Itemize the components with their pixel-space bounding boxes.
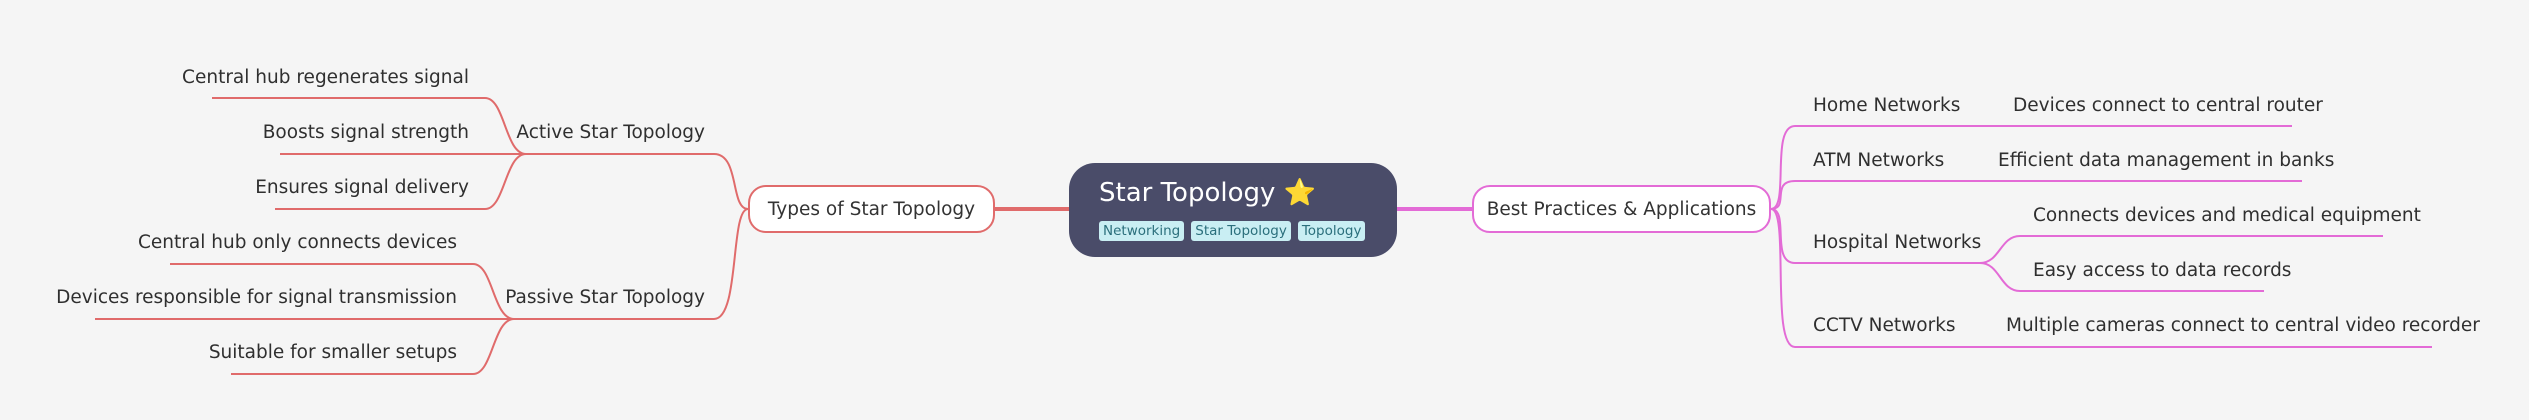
link-active xyxy=(713,153,749,210)
leaf-multiple-cameras[interactable]: Multiple cameras connect to central vide… xyxy=(2006,315,2480,336)
node-types-of-star-topology[interactable]: Types of Star Topology xyxy=(748,185,995,233)
link-hospital xyxy=(1770,208,1980,264)
link-leaf-hosp1 xyxy=(1979,235,2383,264)
link-home xyxy=(1770,125,1980,210)
link-leaf-p1 xyxy=(170,263,515,320)
link-leaf-hosp2 xyxy=(1979,262,2264,292)
link-passive xyxy=(713,208,749,320)
tag-list: Networking Star Topology Topology xyxy=(1099,221,1397,241)
node-passive-star-topology[interactable]: Passive Star Topology xyxy=(505,287,705,308)
tag-topology[interactable]: Topology xyxy=(1297,221,1366,241)
tag-networking[interactable]: Networking xyxy=(1099,221,1185,241)
link-atm xyxy=(1770,180,1980,210)
leaf-boosts-signal[interactable]: Boosts signal strength xyxy=(262,122,469,143)
link-cctv xyxy=(1770,208,1980,348)
leaf-devices-central-router[interactable]: Devices connect to central router xyxy=(2013,95,2323,116)
leaf-easy-access-records[interactable]: Easy access to data records xyxy=(2033,260,2292,281)
leaf-central-hub-regenerates[interactable]: Central hub regenerates signal xyxy=(182,67,469,88)
leaf-ensures-delivery[interactable]: Ensures signal delivery xyxy=(255,177,469,198)
link-leaf-a1 xyxy=(212,97,527,155)
leaf-smaller-setups[interactable]: Suitable for smaller setups xyxy=(208,342,457,363)
tag-star-topology[interactable]: Star Topology xyxy=(1191,221,1291,241)
leaf-central-hub-connects[interactable]: Central hub only connects devices xyxy=(138,232,457,253)
node-hospital-networks[interactable]: Hospital Networks xyxy=(1813,232,1982,253)
root-node[interactable]: Star Topology ⭐ Networking Star Topology… xyxy=(1069,163,1397,257)
leaf-connects-medical-equipment[interactable]: Connects devices and medical equipment xyxy=(2033,205,2421,226)
link-leaf-a3 xyxy=(275,153,527,210)
node-active-star-topology[interactable]: Active Star Topology xyxy=(516,122,705,143)
link-leaf-p3 xyxy=(231,318,515,375)
node-best-practices[interactable]: Best Practices & Applications xyxy=(1472,185,1771,233)
node-cctv-networks[interactable]: CCTV Networks xyxy=(1813,315,1956,336)
leaf-efficient-data-management[interactable]: Efficient data management in banks xyxy=(1998,150,2335,171)
root-title: Star Topology ⭐ xyxy=(1099,178,1317,208)
node-atm-networks[interactable]: ATM Networks xyxy=(1813,150,1945,171)
leaf-devices-responsible[interactable]: Devices responsible for signal transmiss… xyxy=(56,287,457,308)
node-home-networks[interactable]: Home Networks xyxy=(1813,95,1961,116)
